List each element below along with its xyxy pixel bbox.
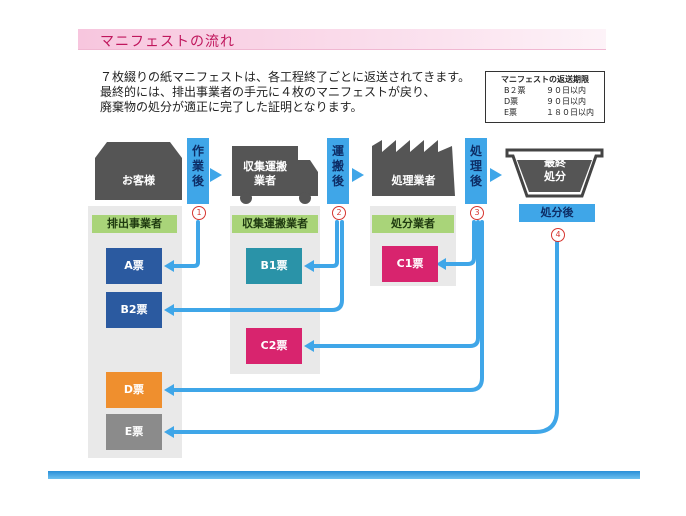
- return-period-title: マニフェストの返送期限: [501, 75, 589, 84]
- arrow-c2: [310, 220, 480, 348]
- return-period-row: B２票 ９０日以内: [486, 85, 604, 96]
- step-number-3: 3: [470, 206, 484, 220]
- arrow-d: [170, 220, 484, 392]
- arrow-c1: [442, 220, 476, 266]
- flow-arrow-3: [490, 168, 502, 182]
- step-after-transport: 運搬後: [327, 138, 349, 204]
- step-after-processing: 処理後: [465, 138, 487, 204]
- intro-line-3: 廃棄物の処分が適正に完了した証明となります。: [100, 100, 363, 114]
- step-after-work: 作業後: [187, 138, 209, 204]
- factory-shape: [372, 140, 455, 196]
- title-bar: [78, 29, 606, 50]
- ticket-a: A票: [106, 248, 162, 284]
- flow-arrow-2: [352, 168, 364, 182]
- period-ticket: E票: [504, 108, 518, 117]
- return-period-row: D票 ９０日以内: [486, 96, 604, 107]
- step-after-work-text: 作業後: [191, 144, 204, 188]
- period-ticket: B２票: [504, 86, 526, 95]
- ticket-c2: C2票: [246, 328, 302, 364]
- ticket-c1: C1票: [382, 246, 438, 282]
- house-shape: [95, 142, 182, 200]
- arrow-a: [170, 220, 200, 268]
- return-period-box: マニフェストの返送期限 B２票 ９０日以内 D票 ９０日以内 E票 １８０日以内: [485, 71, 605, 123]
- period-ticket: D票: [504, 97, 519, 106]
- period-days: ９０日以内: [546, 97, 586, 106]
- footer-line: [48, 471, 640, 479]
- role-collector: 収集運搬業者: [232, 215, 318, 233]
- period-days: ９０日以内: [546, 86, 586, 95]
- role-processor: 処分業者: [372, 215, 454, 233]
- step-after-processing-text: 処理後: [469, 144, 482, 188]
- arrow-d-head: [164, 384, 174, 396]
- step-after-disposal: 処分後: [519, 204, 595, 222]
- arrow-a-head: [164, 260, 174, 272]
- step-number-4: 4: [551, 228, 565, 242]
- stage-customer-label: お客様: [122, 174, 155, 187]
- arrow-e: [170, 236, 559, 434]
- ticket-b2: B2票: [106, 292, 162, 328]
- flow-arrow-1: [210, 168, 222, 182]
- step-after-transport-text: 運搬後: [331, 144, 344, 188]
- step-number-1: 1: [192, 206, 206, 220]
- truck-shape: [232, 146, 318, 204]
- intro-text: ７枚綴りの紙マニフェストは、各工程終了ごとに返送されてきます。 最終的には、排出…: [100, 70, 470, 115]
- arrow-b2: [170, 220, 344, 312]
- period-days: １８０日以内: [546, 108, 594, 117]
- arrow-b1-head: [304, 260, 314, 272]
- ticket-d: D票: [106, 372, 162, 408]
- return-period-row: E票 １８０日以内: [486, 107, 604, 118]
- intro-line-2: 最終的には、排出事業者の手元に４枚のマニフェストが戻り、: [100, 85, 436, 99]
- intro-line-1: ７枚綴りの紙マニフェストは、各工程終了ごとに返送されてきます。: [100, 70, 471, 84]
- arrow-c1-head: [436, 258, 446, 270]
- page-title: マニフェストの流れ: [100, 34, 235, 50]
- stage-final-label: 最終 処分: [544, 156, 566, 183]
- ticket-b1: B1票: [246, 248, 302, 284]
- arrow-e-head: [164, 426, 174, 438]
- arrow-b2-head: [164, 304, 174, 316]
- stage-processor-label: 処理業者: [391, 174, 436, 187]
- arrow-b1: [310, 220, 339, 268]
- arrow-c2-head: [304, 340, 314, 352]
- step-number-2: 2: [332, 206, 346, 220]
- ticket-e: E票: [106, 414, 162, 450]
- role-emitter: 排出事業者: [92, 215, 177, 233]
- stage-collector-label: 収集運搬 業者: [243, 160, 287, 187]
